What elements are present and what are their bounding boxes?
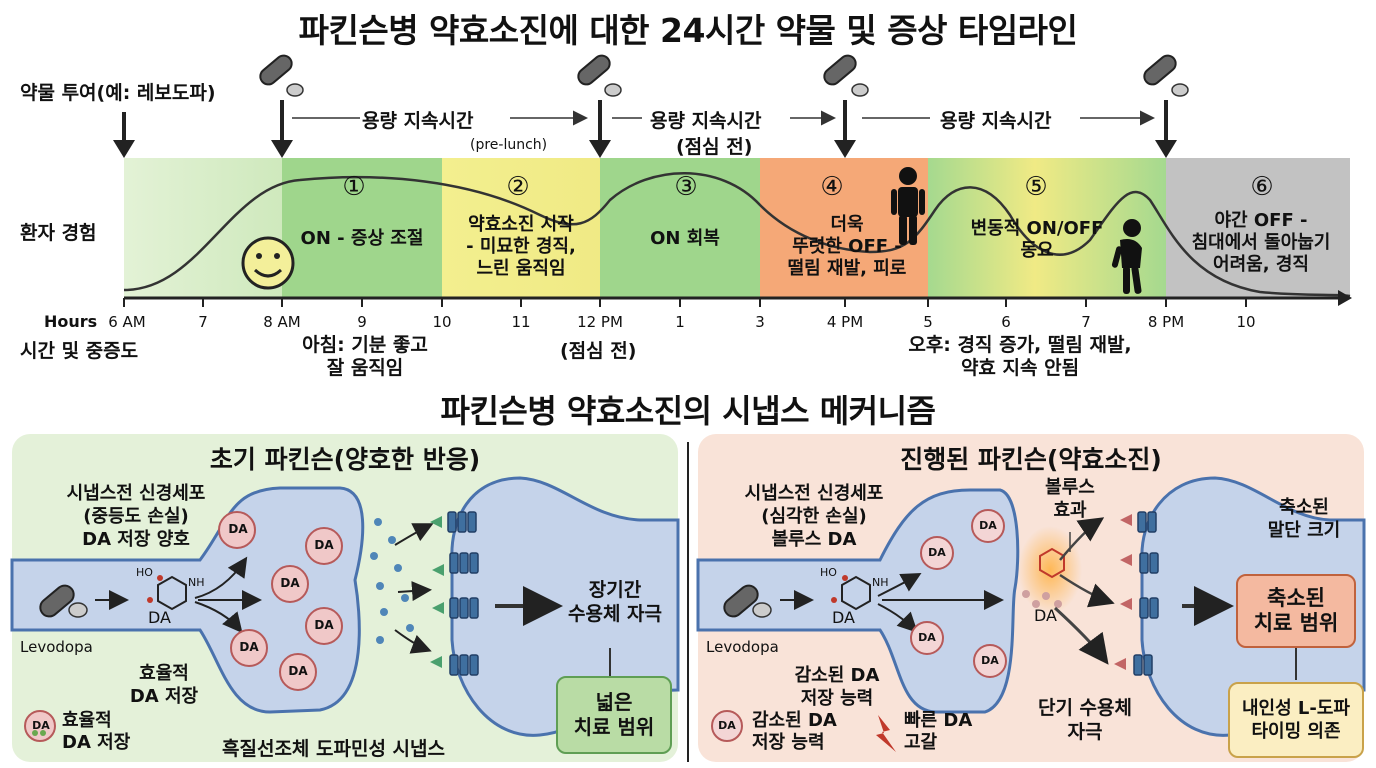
- standing-person-icon: [891, 167, 925, 245]
- segment-text-4: 더욱 뚜렷한 OFF - 떨림 재발, 피로: [787, 214, 907, 279]
- segment-num-3: ③: [674, 172, 698, 202]
- pill-icon-2: [577, 54, 622, 97]
- tick-3: 3: [755, 313, 765, 331]
- tick-12pm: 12 PM: [577, 313, 623, 331]
- main-title: 파킨슨병 약효소진에 대한 24시간 약물 및 증상 타임라인: [298, 11, 1078, 50]
- early-efficient-storage: 효율적 DA 저장: [129, 663, 199, 707]
- bolus-effect-label: 볼루스 효과: [1045, 477, 1095, 521]
- early-legend-text: 효율적 DA 저장: [62, 710, 131, 753]
- advanced-da-synapse-label: DA: [1034, 606, 1057, 625]
- advanced-vesicle-4: DA: [981, 654, 999, 667]
- tick-8am: 8 AM: [263, 313, 301, 331]
- advanced-nh-label: NH: [872, 576, 889, 589]
- segment-bg-3: [600, 158, 760, 298]
- early-vesicle-4: DA: [314, 618, 334, 632]
- duration-label-1: 용량 지속시간: [362, 110, 474, 132]
- mechanism-title: 파킨슨병 약효소진의 시냅스 메커니즘: [440, 392, 936, 430]
- advanced-vesicle-3: DA: [918, 631, 936, 644]
- segment-text-2: 약효소진 시작 - 미묘한 경직, 느린 움직임: [466, 214, 576, 279]
- early-vesicle-5: DA: [239, 640, 259, 654]
- lightning-icon: [876, 715, 896, 752]
- advanced-levodopa-label: Levodopa: [706, 638, 779, 656]
- smiley-icon: [241, 236, 295, 290]
- advanced-title: 진행된 파킨슨(약효소진): [900, 445, 1162, 474]
- segment-num-6: ⑥: [1250, 172, 1274, 202]
- segment-num-5: ⑤: [1024, 172, 1048, 202]
- tick-11: 11: [511, 313, 531, 331]
- narrow-window-box: 축소된 치료 범위: [1236, 574, 1356, 648]
- pill-icon-3: [823, 54, 869, 97]
- reduced-capacity-label: 감소된 DA 저장 능력: [794, 665, 880, 709]
- early-presyn-label: 시냅스전 신경세포 (중등도 손실) DA 저장 양호: [66, 483, 206, 550]
- tick-6am: 6 AM: [108, 313, 146, 331]
- afternoon-note: 오후: 경직 증가, 떨림 재발, 약효 지속 안됨: [908, 334, 1132, 379]
- hunched-person-icon: [1111, 219, 1142, 294]
- tick-7pm: 7: [1081, 313, 1091, 331]
- shrunk-terminal-label: 축소된 말단 크기: [1267, 497, 1341, 541]
- early-levodopa-label: Levodopa: [20, 638, 93, 656]
- tolerance-box: 내인성 L-도파 타이밍 의존: [1228, 682, 1364, 758]
- early-nh-label: NH: [188, 576, 205, 589]
- advanced-legend-vesicle: DA: [718, 719, 736, 732]
- rapid-depletion-label: 빠른 DA 고갈: [904, 710, 973, 753]
- short-stimulation-label: 단기 수용체 자극: [1037, 697, 1132, 743]
- advanced-legend-text: 감소된 DA 저장 능력: [752, 710, 837, 753]
- advanced-presyn-label: 시냅스전 신경세포 (심각한 손실) 볼루스 DA: [744, 483, 884, 550]
- patient-experience-label: 환자 경험: [20, 222, 97, 244]
- segment-text-3: ON 회복: [650, 228, 720, 249]
- axis-label: 시간 및 중증도: [20, 340, 139, 362]
- early-wide-window-box: 넓은 치료 범위: [556, 676, 672, 754]
- segment-bg-2: [442, 158, 600, 298]
- segment-num-1: ①: [342, 172, 366, 202]
- pre-lunch-ko: (점심 전): [676, 136, 753, 158]
- tick-8pm: 8 PM: [1147, 313, 1185, 331]
- tick-10pm: 10: [1236, 313, 1256, 331]
- dose-label: 약물 투여(예: 레보도파): [20, 82, 216, 104]
- early-vesicle-6: DA: [288, 664, 308, 678]
- pill-icon-4: [1143, 54, 1189, 97]
- duration-label-3: 용량 지속시간: [940, 110, 1052, 132]
- early-vesicle-2: DA: [314, 538, 334, 552]
- tick-4pm: 4 PM: [826, 313, 864, 331]
- advanced-vesicle-2: DA: [928, 546, 946, 559]
- tick-5: 5: [923, 313, 933, 331]
- early-vesicle-3: DA: [280, 576, 300, 590]
- early-vesicle-1: DA: [228, 522, 248, 536]
- segment-num-4: ④: [820, 172, 844, 202]
- advanced-ho-label: HO: [820, 566, 837, 579]
- advanced-da-label: DA: [832, 608, 855, 627]
- tick-6: 6: [1001, 313, 1011, 331]
- early-synapse-caption: 흑질선조체 도파민성 시냅스: [222, 738, 445, 760]
- segment-text-5: 변동적 ON/OFF 동요: [970, 218, 1104, 261]
- noon-note: (점심 전): [560, 340, 637, 362]
- early-ho-label: HO: [136, 566, 153, 579]
- segment-bg-6: [1166, 158, 1350, 298]
- pill-icon-1: [259, 54, 304, 97]
- tick-7: 7: [198, 313, 208, 331]
- tick-1: 1: [675, 313, 685, 331]
- hours-label: Hours: [44, 312, 98, 331]
- early-da-label: DA: [148, 608, 171, 627]
- early-title: 초기 파킨슨(양호한 반응): [209, 445, 481, 474]
- segment-num-2: ②: [506, 172, 530, 202]
- tick-10: 10: [432, 313, 452, 331]
- duration-label-2: 용량 지속시간: [650, 110, 762, 132]
- tick-9: 9: [357, 313, 367, 331]
- segment-text-6: 야간 OFF - 침대에서 돌아눕기 어려움, 경직: [1191, 210, 1331, 275]
- segment-text-1: ON - 증상 조절: [300, 228, 424, 249]
- advanced-vesicle-1: DA: [979, 519, 997, 532]
- symptom-curve: [123, 172, 1351, 298]
- morning-note: 아침: 기분 좋고 잘 움직임: [302, 334, 428, 379]
- early-legend-vesicle: DA: [32, 719, 50, 732]
- early-long-term-label: 장기간 수용체 자극: [567, 579, 662, 625]
- pre-lunch-en: (pre-lunch): [470, 137, 548, 153]
